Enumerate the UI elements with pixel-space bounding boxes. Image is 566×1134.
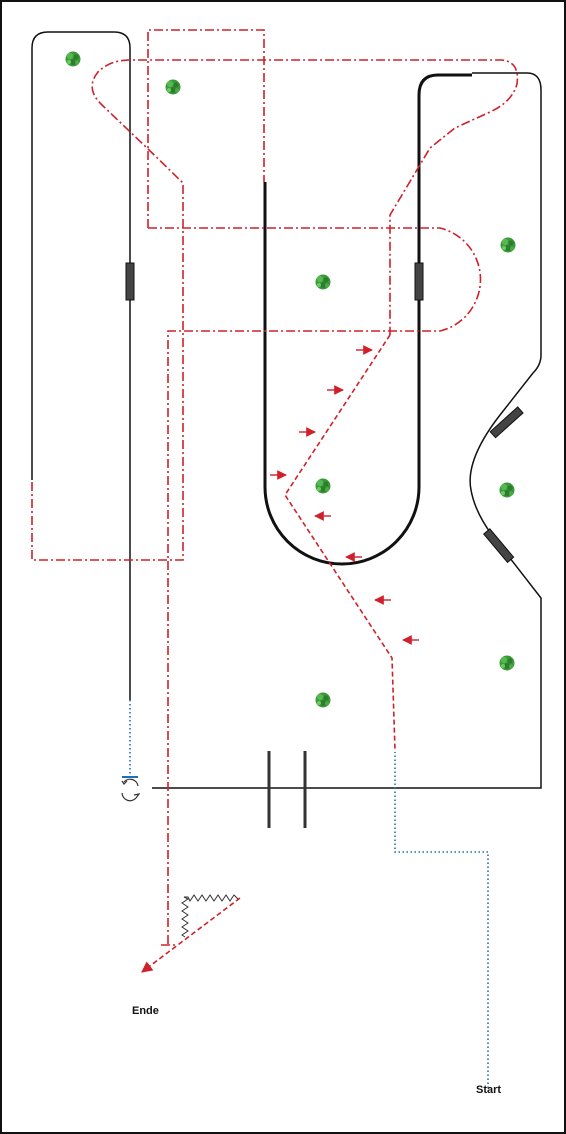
end-label: Ende	[132, 1005, 159, 1017]
route-left-box	[32, 60, 517, 560]
start-label: Start	[476, 1084, 501, 1096]
gate-left	[126, 263, 134, 300]
route-zigzag	[285, 335, 395, 750]
spring-obstacle	[182, 895, 238, 937]
bush-icon	[166, 80, 181, 95]
route-horizontal-loop	[148, 228, 480, 945]
direction-arrows	[270, 350, 419, 640]
bush-icon	[501, 238, 516, 253]
circular-arrows-icon	[122, 777, 139, 801]
route-exit-arrow	[142, 898, 240, 972]
gate-middle	[415, 263, 423, 300]
bush-icon	[316, 275, 331, 290]
walk-path-start	[395, 752, 488, 1088]
gate-right-lower	[484, 529, 514, 562]
bush-icon	[66, 52, 81, 67]
left-hairpin-outline	[32, 32, 130, 700]
right-boundary-outline	[152, 73, 541, 788]
bush-icon	[500, 483, 515, 498]
middle-u-outline	[265, 75, 472, 564]
bush-icon	[316, 479, 331, 494]
bush-icon	[316, 693, 331, 708]
bush-icon	[500, 656, 515, 671]
